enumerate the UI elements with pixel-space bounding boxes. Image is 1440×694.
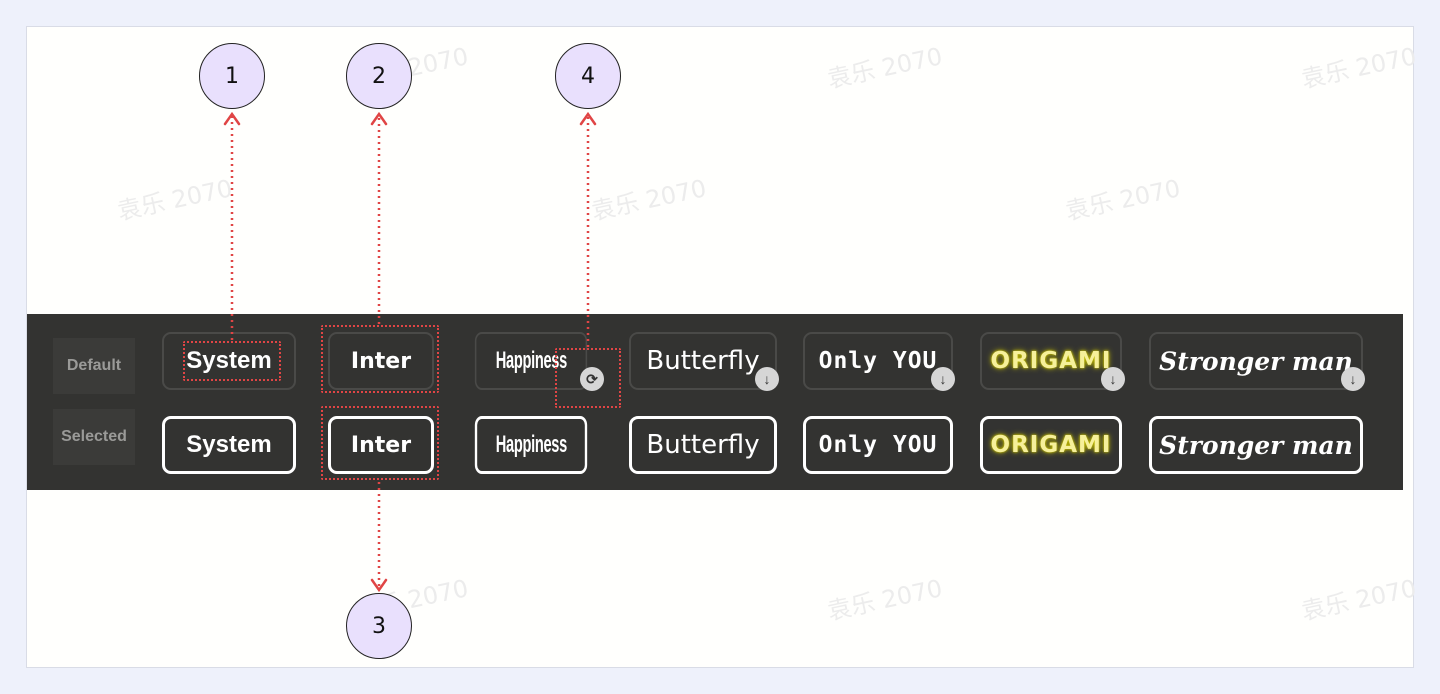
- marker-1: 1: [199, 43, 265, 109]
- font-chip-butterfly-default[interactable]: Butterfly: [629, 332, 777, 390]
- marker-2: 2: [346, 43, 412, 109]
- font-chip-inter-selected[interactable]: Inter: [328, 416, 434, 474]
- marker-3: 3: [346, 593, 412, 659]
- font-chip-happiness-selected[interactable]: Happiness: [474, 416, 588, 474]
- font-chip-onlyyou-default[interactable]: Only YOU: [803, 332, 953, 390]
- arrow-down-icon[interactable]: ↓: [755, 367, 779, 391]
- font-chip-origami-selected[interactable]: ORIGAMI: [980, 416, 1122, 474]
- arrow-down-icon[interactable]: ↓: [931, 367, 955, 391]
- font-chip-system-selected[interactable]: System: [162, 416, 296, 474]
- row-label-default: Default: [53, 338, 135, 394]
- refresh-icon: ⟳: [580, 367, 604, 391]
- font-chip-label: Happiness: [495, 431, 567, 458]
- font-chip-system-default[interactable]: System: [162, 332, 296, 390]
- annotation-box-3: [321, 406, 439, 480]
- annotation-box-4: [555, 348, 621, 408]
- font-picker-band: [27, 314, 1403, 490]
- font-chip-happiness-default[interactable]: Happiness: [474, 332, 588, 390]
- annotation-box-1: [183, 341, 281, 381]
- arrow-down-icon[interactable]: ↓: [1101, 367, 1125, 391]
- font-chip-inter-default[interactable]: Inter: [328, 332, 434, 390]
- font-chip-onlyyou-selected[interactable]: Only YOU: [803, 416, 953, 474]
- font-chip-origami-default[interactable]: ORIGAMI: [980, 332, 1122, 390]
- font-chip-stronger-selected[interactable]: Stronger man: [1149, 416, 1363, 474]
- arrow-down-icon[interactable]: ↓: [1341, 367, 1365, 391]
- font-chip-stronger-default[interactable]: Stronger man: [1149, 332, 1363, 390]
- row-label-selected: Selected: [53, 409, 135, 465]
- marker-4: 4: [555, 43, 621, 109]
- font-chip-label: Happiness: [495, 347, 567, 374]
- font-chip-butterfly-selected[interactable]: Butterfly: [629, 416, 777, 474]
- annotation-box-2: [321, 325, 439, 393]
